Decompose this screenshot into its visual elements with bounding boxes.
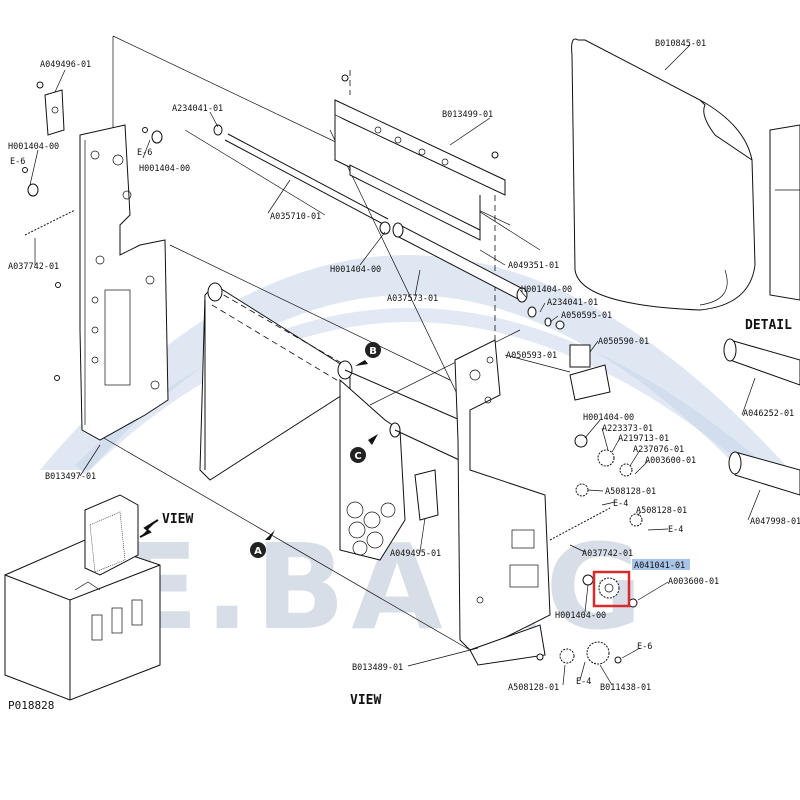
view-label-top: VIEW (162, 512, 193, 527)
label-h001404-e: H001404-00 (583, 413, 634, 423)
bushing-a234041 (213, 124, 223, 136)
label-b013497: B013497-01 (45, 472, 96, 482)
gear-a237076 (619, 463, 633, 477)
label-a046252: A046252-01 (743, 409, 794, 419)
watermark-arc-inner (75, 308, 765, 476)
label-a049495: A049495-01 (390, 549, 441, 559)
label-a050593: A050593-01 (506, 351, 557, 361)
label-a037742-b: A037742-01 (582, 549, 633, 559)
label-a037573: A037573-01 (387, 294, 438, 304)
label-a508128-c: A508128-01 (508, 683, 559, 693)
small-bracket-a049495 (414, 469, 439, 521)
belt-guard (339, 378, 406, 561)
label-a234041-a: A234041-01 (172, 104, 223, 114)
label-e4-b: E-4 (668, 525, 683, 535)
detail-label: DETAIL (745, 318, 792, 333)
label-a003600-a: A003600-01 (645, 456, 696, 466)
shaft-and-rollers (213, 124, 552, 327)
label-a050595: A050595-01 (561, 311, 612, 321)
label-b013499: B013499-01 (442, 110, 493, 120)
callout-c (350, 447, 366, 463)
callout-c-label: C (354, 451, 361, 462)
callout-a (250, 542, 266, 558)
label-b010845: B010845-01 (655, 39, 706, 49)
label-h001404-f: H001404-00 (555, 611, 606, 621)
view-label-bottom: VIEW (350, 693, 381, 708)
part-labels: A049496-01 H001404-00 E-6 E-6 H001404-00… (8, 39, 800, 693)
label-a223373: A223373-01 (602, 424, 653, 434)
figure-id: P018828 (8, 699, 54, 712)
washer-h001404 (574, 434, 588, 448)
label-h001404-a: H001404-00 (8, 142, 59, 152)
door-panel (199, 282, 471, 561)
view-labels: VIEW VIEW DETAIL P018828 (8, 318, 792, 712)
callout-a-label: A (254, 546, 262, 557)
label-a219713: A219713-01 (618, 434, 669, 444)
label-a237076: A237076-01 (633, 445, 684, 455)
bracket-strip-a049351 (349, 164, 481, 241)
label-e4-a: E-4 (613, 499, 628, 509)
gear-a508128-mid (629, 513, 643, 527)
gear-a508128-lower (559, 648, 575, 664)
label-b013489: B013489-01 (352, 663, 403, 673)
label-h001404-c: H001404-00 (330, 265, 381, 275)
washer-left (27, 183, 39, 197)
label-a049496: A049496-01 (40, 60, 91, 70)
callout-b-label: B (369, 346, 377, 357)
detail-rollers (723, 338, 800, 496)
label-a047998: A047998-01 (750, 517, 800, 527)
leader-lines (29, 44, 761, 686)
label-a508128-a: A508128-01 (605, 487, 656, 497)
gear-a041041 (598, 577, 620, 599)
small-bracket-a049496 (44, 89, 65, 136)
label-e6-b: E-6 (137, 148, 152, 158)
connector-a050590 (569, 344, 591, 368)
top-bracket (334, 74, 506, 241)
callout-b (365, 342, 381, 358)
right-side-plate (454, 320, 611, 666)
sprocket-b011438 (586, 641, 610, 665)
callouts: B C A (250, 342, 381, 558)
label-a049351: A049351-01 (508, 261, 559, 271)
gear-a219713 (597, 449, 615, 467)
gears (536, 434, 643, 665)
label-a035710: A035710-01 (270, 212, 321, 222)
fryer-thumbnail (4, 494, 161, 701)
highlight-box (592, 570, 631, 608)
label-e6-c: E-6 (637, 642, 652, 652)
label-a050590: A050590-01 (598, 337, 649, 347)
label-h001404-b: H001404-00 (139, 164, 190, 174)
label-a003600-b: A003600-01 (668, 577, 719, 587)
gear-a508128-upper (575, 483, 589, 497)
label-b011438: B011438-01 (600, 683, 651, 693)
highlight-label-bg (632, 559, 690, 570)
label-e4-c: E-4 (576, 677, 591, 687)
label-a041041: A041041-01 (634, 561, 685, 571)
label-a037742-a: A037742-01 (8, 262, 59, 272)
cover-panel (571, 38, 800, 311)
label-a234041-b: A234041-01 (547, 298, 598, 308)
left-side-bracket (22, 81, 169, 441)
label-e6-a: E-6 (10, 157, 25, 167)
label-a508128-b: A508128-01 (636, 506, 687, 516)
label-h001404-d: H001404-00 (521, 285, 572, 295)
